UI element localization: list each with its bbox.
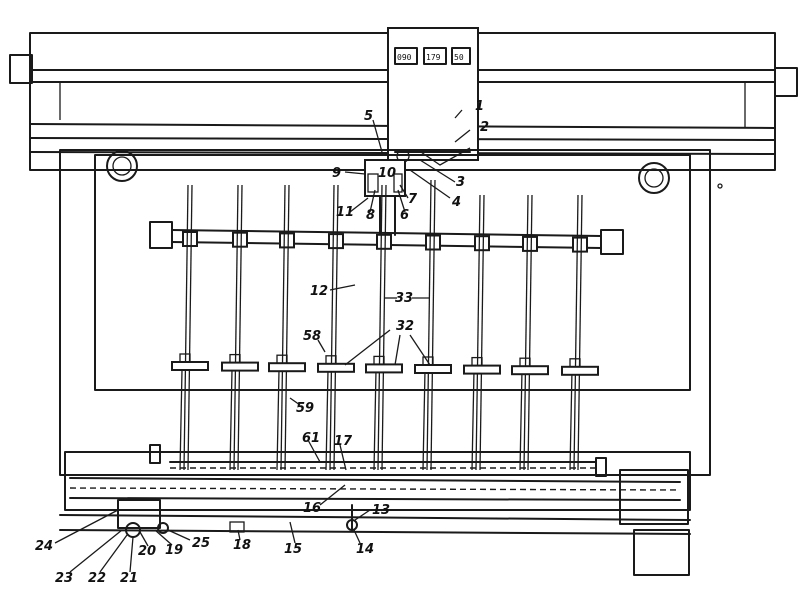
label-8: 8 (366, 208, 375, 223)
label-16: 16 (303, 501, 321, 516)
carrier-plate (171, 353, 209, 371)
label-3: 3 (456, 175, 465, 190)
bolt (279, 232, 295, 249)
bolt (232, 231, 248, 248)
label-18: 18 (233, 538, 251, 553)
label-4: 4 (451, 195, 461, 210)
label-23: 23 (55, 571, 73, 586)
bolt (182, 231, 198, 247)
label-10: 10 (378, 166, 396, 181)
spindle (179, 184, 193, 471)
label-5: 5 (364, 109, 373, 124)
label-25: 25 (192, 536, 210, 551)
counter-digit-2: 179 (426, 53, 441, 62)
label-21: 21 (120, 571, 138, 586)
label-12: 12 (310, 284, 328, 299)
label-24: 24 (35, 539, 53, 554)
carrier-plates (171, 353, 599, 376)
carrier-plate (463, 356, 501, 375)
label-9: 9 (332, 166, 341, 181)
label-2: 2 (480, 120, 489, 135)
bolt (328, 233, 344, 250)
carrier-plate (511, 357, 549, 376)
spindle (519, 194, 533, 471)
spindles (179, 179, 583, 471)
spindle (569, 194, 583, 471)
label-15: 15 (284, 542, 302, 557)
label-20: 20 (138, 544, 156, 559)
label-1: 1 (475, 99, 484, 114)
carrier-plate (221, 353, 259, 372)
bolt (572, 236, 588, 253)
carrier-plate (365, 355, 403, 374)
label-14: 14 (356, 542, 374, 557)
label-13: 13 (372, 503, 390, 518)
label-17: 17 (334, 434, 353, 449)
label-59: 59 (296, 401, 314, 416)
cross-bar (149, 221, 624, 255)
label-22: 22 (88, 571, 106, 586)
bottom-rails (59, 444, 691, 576)
carriage: 090 179 50 (387, 27, 479, 166)
counter-digit-3: 50 (454, 53, 464, 62)
spindle (373, 184, 387, 471)
main-frame (59, 149, 723, 476)
spindle (325, 184, 339, 471)
spindle (229, 184, 243, 471)
carrier-plate (268, 354, 306, 373)
label-11: 11 (336, 205, 354, 220)
label-33: 33 (395, 291, 413, 306)
reference-labels: 1 2 3 4 5 6 7 8 9 10 11 12 13 14 15 16 1… (35, 99, 489, 586)
carrier-plate (317, 355, 355, 373)
bolt (522, 235, 538, 252)
bolt (376, 233, 392, 250)
bolt (425, 234, 441, 251)
spindle (276, 184, 290, 471)
carrier-plate (414, 356, 452, 374)
spindle (471, 194, 485, 471)
label-19: 19 (165, 543, 183, 558)
label-32: 32 (396, 319, 414, 334)
spindle (422, 179, 436, 471)
label-7: 7 (408, 192, 418, 207)
label-58: 58 (303, 329, 321, 344)
bolt (474, 235, 490, 252)
counter-digit-1: 090 (397, 53, 412, 62)
label-6: 6 (400, 208, 409, 223)
leader-lines (54, 109, 471, 573)
carrier-plate (561, 358, 599, 376)
label-61: 61 (302, 431, 320, 446)
